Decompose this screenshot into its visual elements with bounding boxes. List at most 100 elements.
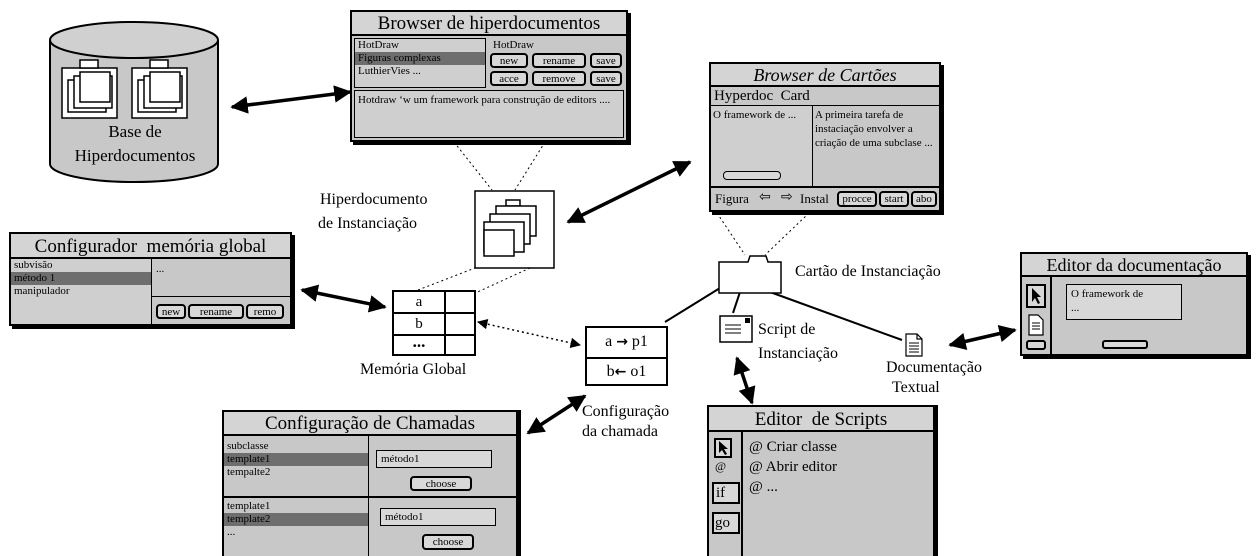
save-button[interactable]: save (590, 53, 622, 68)
pointer-tool[interactable] (714, 438, 732, 458)
list-item-selected[interactable]: template1 (224, 453, 368, 466)
tool-slot[interactable] (1026, 340, 1046, 350)
access-button[interactable]: acce (490, 71, 528, 86)
configurador-memoria-window: Configurador memória global subvisão mét… (9, 232, 292, 326)
if-tool[interactable]: if (712, 482, 740, 504)
doc-text-box[interactable]: O framework de ... (1066, 284, 1182, 320)
cursor-arrow-icon (719, 441, 728, 455)
list-item[interactable]: LuthierVies ... (358, 65, 421, 77)
memoria-list[interactable]: subvisão método 1 manipulador (11, 259, 152, 324)
list-item[interactable]: HotDraw (358, 39, 399, 51)
pointer-tool[interactable] (1026, 284, 1046, 308)
list-item[interactable]: subvisão (14, 259, 53, 271)
abort-button[interactable]: abo (911, 191, 937, 207)
line-folder-doc (769, 291, 903, 341)
go-tool[interactable]: go (712, 512, 740, 534)
hiperdoc-icon (474, 190, 555, 269)
chamada-row-2: b← o1 (606, 363, 647, 380)
script-line: @ ... (749, 479, 778, 495)
document-icon (905, 333, 923, 357)
back-arrow-icon[interactable]: ⇦ (759, 189, 771, 205)
arrow-memoria-chamada (476, 318, 582, 349)
arrow-right-icon: → (616, 334, 628, 350)
cursor-arrow-icon (1032, 288, 1041, 304)
forward-arrow-icon[interactable]: ⇨ (781, 189, 793, 205)
list-item[interactable]: manipulador (14, 285, 70, 297)
hiperdoc-field[interactable]: HotDraw (493, 39, 534, 51)
script-line: @ Abrir editor (749, 459, 837, 475)
rename-button[interactable]: rename (532, 53, 586, 68)
remove-button[interactable]: remo (246, 304, 284, 319)
script-lines[interactable]: @ Criar classe @ Abrir editor @ ... (749, 437, 837, 497)
folder-icon (718, 255, 782, 294)
list-item[interactable]: ... (227, 526, 236, 538)
window-title: Configurador memória global (11, 234, 290, 259)
memoria-global-table: a b ... (392, 290, 476, 356)
nav-figura-label: Figura (715, 191, 749, 206)
window-title: Browser de hiperdocumentos (352, 12, 626, 36)
list-item[interactable]: subclasse (227, 440, 269, 452)
list-item[interactable]: template1 (227, 500, 271, 512)
configuracao-chamada-label: Configuração da chamada (582, 403, 670, 440)
list-item-selected[interactable]: Figuras complexas (355, 52, 485, 65)
new-button[interactable]: new (490, 53, 528, 68)
choose-button-1[interactable]: choose (410, 476, 472, 491)
card-left-pane: O framework de ... (711, 106, 813, 186)
stacked-docs-icon (61, 59, 188, 119)
arrow-hiper-cartoes (566, 160, 692, 224)
window-title: Editor da documentação (1022, 254, 1246, 277)
script-instanciacao-label: Script de Instanciação (758, 321, 838, 362)
script-line: @ Criar classe (749, 439, 837, 455)
window-title: Browser de Cartões (711, 64, 939, 87)
line-folder-script (732, 291, 741, 314)
nav-instal-label: Instal (800, 191, 829, 206)
browser-hiperdocumentos-window: Browser de hiperdocumentos HotDraw Figur… (350, 10, 628, 142)
save-button-2[interactable]: save (590, 71, 622, 86)
editor-scripts-window: Editor de Scripts @ if go @ Criar classe… (707, 405, 935, 556)
arrow-config-memoria (300, 284, 387, 313)
memoria-cell: b (415, 316, 423, 332)
choose-button-2[interactable]: choose (422, 534, 474, 550)
window-title: Configuração de Chamadas (224, 412, 516, 436)
metodo-field-1[interactable]: método1 (376, 450, 492, 468)
chamadas-list-2[interactable]: template1 template2 ... (224, 500, 368, 539)
document-tool-icon[interactable] (1028, 314, 1044, 336)
memoria-field[interactable]: ... (156, 263, 165, 275)
metodo-field-2[interactable]: método1 (380, 508, 496, 526)
new-button[interactable]: new (156, 304, 186, 319)
window-title: Editor de Scripts (709, 407, 933, 432)
editor-documentacao-window: Editor da documentação O framework de ..… (1020, 252, 1248, 356)
arrow-chamada-config (526, 394, 587, 435)
card-right-text: A primeira tarefa de instaciação envolve… (815, 109, 933, 149)
remove-button[interactable]: remove (532, 71, 586, 86)
at-tool[interactable]: @ (715, 459, 727, 473)
start-button[interactable]: start (879, 191, 909, 207)
card-scrollbar[interactable] (723, 171, 781, 180)
memoria-global-label: Memória Global (360, 361, 467, 378)
arrow-base-browser (230, 85, 352, 114)
hiperdoc-instanciacao-label: Hiperdocumento de Instanciação (318, 191, 428, 232)
chamada-row-1: a → p1 (605, 333, 648, 350)
arrow-script-editor (733, 356, 756, 405)
hiperdoc-description: Hotdraw ‘w um framework para construção … (354, 90, 624, 138)
list-item-selected[interactable]: método 1 (11, 272, 151, 285)
script-icon (719, 315, 753, 343)
base-label: Base de Hiperdocumentos (74, 122, 196, 165)
arrow-doc-editor (948, 325, 1017, 350)
doc-scrollbar[interactable] (1102, 340, 1148, 349)
arrow-left-icon: ← (614, 364, 627, 380)
memoria-cell: ... (412, 332, 426, 351)
rename-button[interactable]: rename (188, 304, 244, 319)
documentacao-textual-label: Documentação Textual (886, 359, 982, 396)
chamadas-list-1[interactable]: subclasse template1 tempalte2 (224, 440, 368, 479)
database-cylinder (49, 21, 219, 183)
list-item[interactable]: tempalte2 (227, 466, 271, 478)
procce-button[interactable]: procce (837, 191, 877, 207)
hiperdoc-list[interactable]: HotDraw Figuras complexas LuthierVies ..… (354, 38, 486, 88)
memoria-cell: a (415, 294, 423, 310)
chamada-box: a → p1 b← o1 (585, 326, 668, 386)
list-item-selected[interactable]: template2 (224, 513, 368, 526)
cartao-instanciacao-label: Cartão de Instanciação (795, 263, 941, 280)
configuracao-chamadas-window: Configuração de Chamadas subclasse templ… (222, 410, 518, 556)
